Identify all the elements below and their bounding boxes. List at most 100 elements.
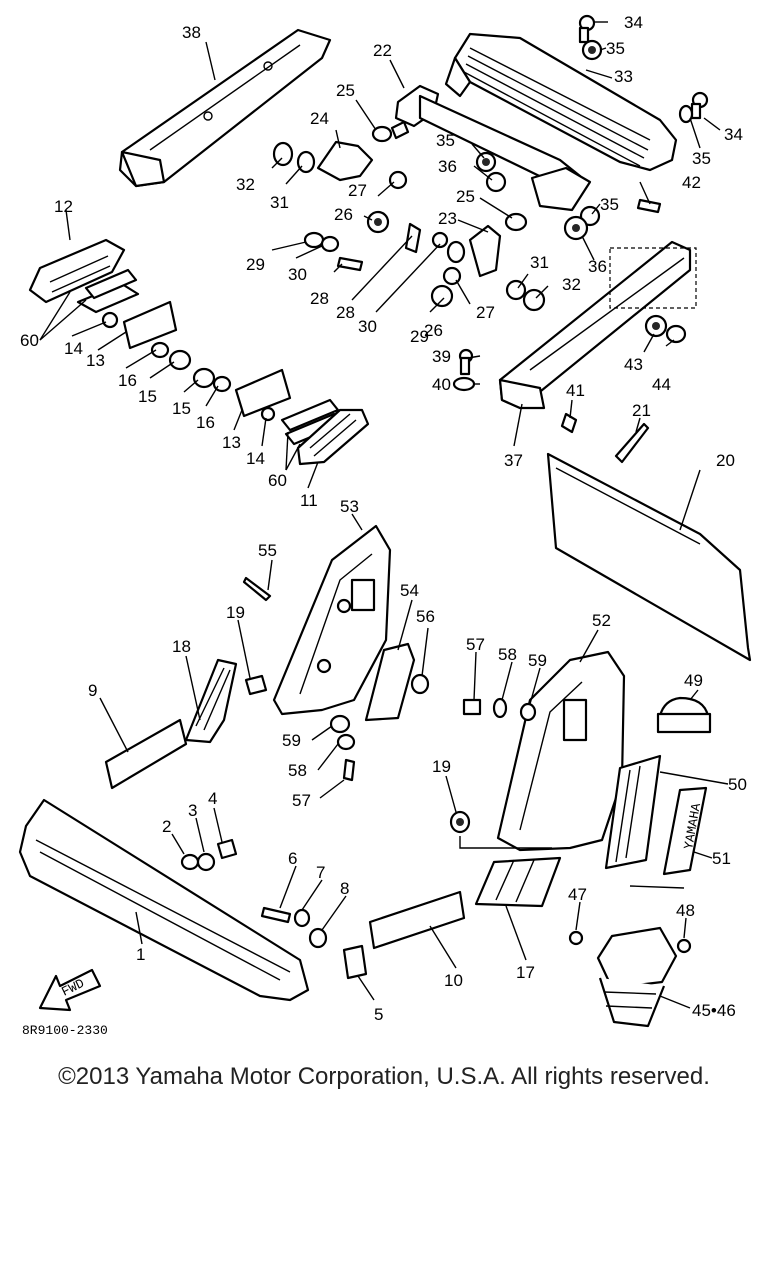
callout-12: 12 bbox=[54, 197, 73, 216]
callout-28: 28 bbox=[310, 289, 329, 308]
part-17-louver bbox=[474, 856, 562, 908]
callout-10: 10 bbox=[444, 971, 463, 990]
callout-59: 59 bbox=[282, 731, 301, 750]
callout-48: 48 bbox=[676, 901, 695, 920]
part-60-pad-a bbox=[76, 268, 140, 314]
callout-9: 9 bbox=[88, 681, 97, 700]
fwd-arrow-icon: FWD bbox=[38, 968, 102, 1012]
callout-29: 29 bbox=[410, 327, 429, 346]
callout-42: 42 bbox=[682, 173, 701, 192]
part-49-cap bbox=[656, 696, 712, 734]
part-37-rail bbox=[498, 240, 697, 410]
callout-16: 16 bbox=[196, 413, 215, 432]
callout-2: 2 bbox=[162, 817, 171, 836]
callout-38: 38 bbox=[182, 23, 201, 42]
callout-55: 55 bbox=[258, 541, 277, 560]
callout-37: 37 bbox=[504, 451, 523, 470]
callout-57: 57 bbox=[466, 635, 485, 654]
callout-30: 30 bbox=[288, 265, 307, 284]
callout-35: 35 bbox=[600, 195, 619, 214]
callout-41: 41 bbox=[566, 381, 585, 400]
callout-58: 58 bbox=[498, 645, 517, 664]
callout-52: 52 bbox=[592, 611, 611, 630]
callout-35: 35 bbox=[606, 39, 625, 58]
callout-24: 24 bbox=[310, 109, 329, 128]
callout-31: 31 bbox=[530, 253, 549, 272]
callout-32: 32 bbox=[562, 275, 581, 294]
callout-23: 23 bbox=[438, 209, 457, 228]
callout-19: 19 bbox=[432, 757, 451, 776]
callout-31: 31 bbox=[270, 193, 289, 212]
callout-7: 7 bbox=[316, 863, 325, 882]
callout-39: 39 bbox=[432, 347, 451, 366]
callout-28: 28 bbox=[336, 303, 355, 322]
part-45-46-duct bbox=[568, 885, 692, 1028]
part-50-filter bbox=[604, 754, 662, 870]
callout-36: 36 bbox=[588, 257, 607, 276]
callout-49: 49 bbox=[684, 671, 703, 690]
bumper-hardware bbox=[180, 838, 368, 980]
part-53-frame bbox=[272, 524, 392, 716]
callout-25: 25 bbox=[336, 81, 355, 100]
callout-20: 20 bbox=[716, 451, 735, 470]
callout-35: 35 bbox=[436, 131, 455, 150]
callout-43: 43 bbox=[624, 355, 643, 374]
callout-29: 29 bbox=[246, 255, 265, 274]
part-12-grip bbox=[28, 238, 126, 304]
callout-15: 15 bbox=[172, 399, 191, 418]
part-20-panel bbox=[546, 452, 752, 662]
callout-44: 44 bbox=[652, 375, 671, 394]
part-center-frame bbox=[418, 94, 592, 212]
copyright-notice: ©2013 Yamaha Motor Corporation, U.S.A. A… bbox=[58, 1063, 710, 1090]
callout-14: 14 bbox=[64, 339, 83, 358]
callout-13: 13 bbox=[86, 351, 105, 370]
part-38-rail bbox=[118, 28, 332, 188]
callout-17: 17 bbox=[516, 963, 535, 982]
diagram-code: 8R9100-2330 bbox=[22, 1023, 108, 1038]
callout-27: 27 bbox=[348, 181, 367, 200]
callout-40: 40 bbox=[432, 375, 451, 394]
callout-21: 21 bbox=[632, 401, 651, 420]
cover-hardware bbox=[449, 697, 552, 849]
part-52-cover bbox=[496, 650, 626, 852]
callout-32: 32 bbox=[236, 175, 255, 194]
parts-exploded-diagram: YAMAHA FWD 8R9100-2330 bbox=[18, 13, 752, 1038]
part-9-reflector bbox=[104, 718, 188, 790]
callout-3: 3 bbox=[188, 801, 197, 820]
callout-13: 13 bbox=[222, 433, 241, 452]
part-13-block-a bbox=[122, 300, 178, 350]
callout-26: 26 bbox=[424, 321, 443, 340]
part-13-block-b bbox=[234, 368, 292, 418]
callout-35: 35 bbox=[692, 149, 711, 168]
frame-hardware bbox=[242, 576, 430, 782]
callout-36: 36 bbox=[438, 157, 457, 176]
callout-19: 19 bbox=[226, 603, 245, 622]
callout-47: 47 bbox=[568, 885, 587, 904]
callout-54: 54 bbox=[400, 581, 419, 600]
part-1-bumper bbox=[18, 798, 310, 1002]
callout-51: 51 bbox=[712, 849, 731, 868]
callout-11: 11 bbox=[300, 491, 318, 510]
callout-60: 60 bbox=[268, 471, 287, 490]
callout-53: 53 bbox=[340, 497, 359, 516]
callout-27: 27 bbox=[476, 303, 495, 322]
rail-hardware bbox=[452, 314, 687, 464]
callout-1: 1 bbox=[136, 945, 145, 964]
part-10-reflector bbox=[368, 890, 466, 950]
part-23-bracket bbox=[468, 224, 502, 278]
callout-34: 34 bbox=[724, 125, 743, 144]
callout-50: 50 bbox=[728, 775, 747, 794]
callout-14: 14 bbox=[246, 449, 265, 468]
callout-6: 6 bbox=[288, 849, 297, 868]
callout-22: 22 bbox=[373, 41, 392, 60]
callout-15: 15 bbox=[138, 387, 157, 406]
part-11-grip bbox=[296, 408, 370, 466]
callout-25: 25 bbox=[456, 187, 475, 206]
part-54-bracket bbox=[364, 642, 416, 722]
callout-4: 4 bbox=[208, 789, 217, 808]
callout-26: 26 bbox=[334, 205, 353, 224]
callout-8: 8 bbox=[340, 879, 349, 898]
part-24-bracket bbox=[316, 140, 374, 182]
callout-30: 30 bbox=[358, 317, 377, 336]
callout-45-46: 45•46 bbox=[692, 1001, 736, 1020]
